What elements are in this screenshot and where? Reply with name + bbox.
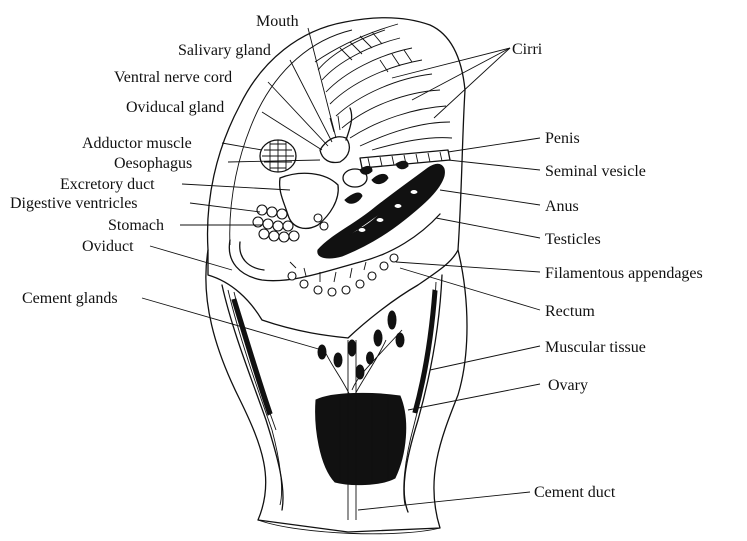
label-adductor-muscle: Adductor muscle xyxy=(82,135,192,152)
label-penis: Penis xyxy=(545,130,580,147)
label-anus: Anus xyxy=(545,198,579,215)
label-oviduct: Oviduct xyxy=(82,238,134,255)
adductor-muscle xyxy=(260,140,296,172)
mouth-region xyxy=(320,108,367,187)
label-cement-duct: Cement duct xyxy=(534,484,616,501)
label-salivary-gland: Salivary gland xyxy=(178,42,271,59)
ovary xyxy=(316,393,406,484)
stomach xyxy=(280,173,339,228)
filamentous-appendages xyxy=(288,254,398,296)
label-stomach: Stomach xyxy=(108,217,164,234)
label-oviducal-gland: Oviducal gland xyxy=(126,99,224,116)
cirri xyxy=(315,24,452,150)
label-excretory-duct: Excretory duct xyxy=(60,176,155,193)
label-testicles: Testicles xyxy=(545,231,601,248)
label-rectum: Rectum xyxy=(545,303,595,320)
label-digestive-ventricles: Digestive ventricles xyxy=(10,195,138,212)
label-filamentous-appendages: Filamentous appendages xyxy=(545,265,703,282)
label-ovary: Ovary xyxy=(548,377,588,394)
label-oesophagus: Oesophagus xyxy=(114,155,192,172)
label-cement-glands: Cement glands xyxy=(22,290,118,307)
digestive-ventricles xyxy=(253,205,328,242)
label-cirri: Cirri xyxy=(512,41,543,58)
testicles xyxy=(318,161,445,258)
label-mouth: Mouth xyxy=(256,13,299,30)
label-seminal-vesicle: Seminal vesicle xyxy=(545,163,646,180)
label-muscular-tissue: Muscular tissue xyxy=(545,339,646,356)
label-ventral-nerve-cord: Ventral nerve cord xyxy=(114,69,232,86)
